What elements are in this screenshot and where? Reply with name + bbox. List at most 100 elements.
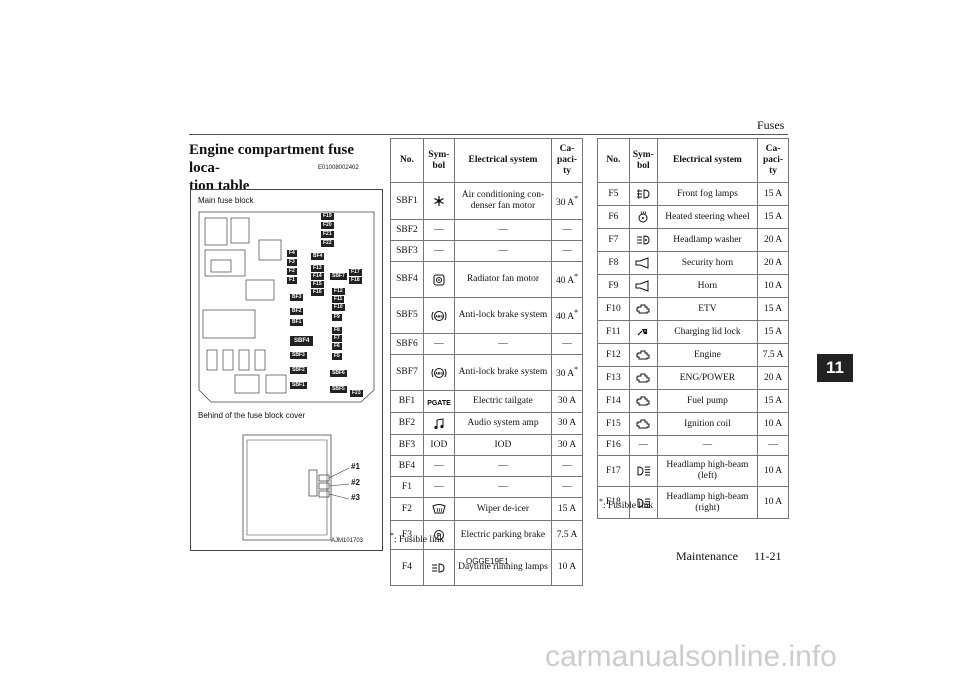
footnote-right: *: Fusible link <box>599 497 654 512</box>
fuse-label: SBF3 <box>290 352 307 359</box>
fuse-row-f16: F16——— <box>597 435 789 456</box>
electrical-system: Anti-lock brake system <box>453 297 553 334</box>
fuse-table-left: No. Sym- bol Electrical system Ca- paci-… <box>390 138 583 586</box>
main-fuse-block-label: Main fuse block <box>198 196 254 205</box>
capacity-value: 20 A <box>763 257 783 268</box>
wiper-deicer-icon <box>422 497 455 521</box>
fuse-label: F21 <box>321 231 334 238</box>
fuse-number: F11 <box>597 320 630 344</box>
fuse-capacity: 15 A <box>551 497 583 521</box>
capacity-value: 30 A <box>555 369 575 380</box>
fuse-label: SBF5 <box>330 386 347 393</box>
fuse-symbol-text: — <box>422 476 455 498</box>
table-header-row: No. Sym- bol Electrical system Ca- paci-… <box>597 138 789 183</box>
fuse-number: SBF5 <box>390 297 424 334</box>
figure-code: AJM101703 <box>331 538 364 544</box>
fuse-label: F1 <box>287 277 297 284</box>
cover-fuse-label: #1 <box>351 462 360 471</box>
ac-fan-icon <box>422 182 455 220</box>
fusible-link-marker: * <box>574 365 579 375</box>
fuse-label: F16 <box>311 289 324 296</box>
capacity-value: 15 A <box>557 503 577 514</box>
fuse-capacity: 30 A <box>551 412 583 435</box>
fuse-label: F13 <box>311 265 324 272</box>
fuse-capacity: 15 A <box>757 297 789 321</box>
fuse-location-diagram: Main fuse block F19 F20 F21 F22 F4 <box>190 189 383 551</box>
cover-fuse-label: #2 <box>351 478 360 487</box>
fuse-number: F14 <box>597 389 630 413</box>
fuse-label: F5 <box>332 353 342 360</box>
fuse-number: BF3 <box>390 434 424 456</box>
electrical-system: Horn <box>656 274 759 298</box>
table-header-row: No. Sym- bol Electrical system Ca- paci-… <box>390 138 583 183</box>
fuse-label: BF3 <box>290 294 304 301</box>
capacity-value: 15 A <box>763 326 783 337</box>
capacity-value: 15 A <box>763 395 783 406</box>
fuse-label: F9 <box>332 314 342 321</box>
fuse-number: SBF3 <box>390 240 424 262</box>
fuse-capacity: 20 A <box>757 251 789 275</box>
fuse-number: F12 <box>597 343 630 367</box>
col-header-no: No. <box>390 138 424 183</box>
engine-icon <box>628 297 658 321</box>
fuse-capacity: — <box>551 219 583 241</box>
fuse-number: F5 <box>597 182 630 206</box>
fuse-capacity: — <box>551 333 583 355</box>
fuse-block-drawing <box>198 211 375 541</box>
footer-page-number: 11-21 <box>754 549 782 563</box>
watermark: carmanualsonline.info <box>545 640 837 673</box>
section-code: E01008002402 <box>318 165 359 171</box>
footer-section: Maintenance <box>676 549 738 563</box>
abs-icon: ABS <box>422 354 455 391</box>
music-note-icon <box>422 412 455 435</box>
fuse-capacity: 40 A* <box>551 261 583 298</box>
header-rule <box>189 134 788 135</box>
fuse-capacity: 15 A <box>757 205 789 229</box>
fuse-label: F11 <box>332 296 345 303</box>
fuse-capacity: 10 A <box>757 455 789 487</box>
fuse-number: F6 <box>597 205 630 229</box>
fuse-capacity: — <box>551 476 583 498</box>
electrical-system: Security horn <box>656 251 759 275</box>
electrical-system: Anti-lock brake system <box>453 354 553 391</box>
capacity-value: 30 A <box>557 396 577 406</box>
fusible-link-marker: * <box>574 308 579 318</box>
capacity-value: 7.5 A <box>762 349 784 360</box>
high-beam-icon <box>628 455 658 487</box>
fuse-number: SBF6 <box>390 333 424 355</box>
fuse-number: F8 <box>597 251 630 275</box>
electrical-system: — <box>453 476 553 498</box>
engine-icon <box>628 412 658 436</box>
fuse-label: SBF6 <box>330 370 347 377</box>
fuse-row-f8: F8 Security horn 20 A <box>597 251 789 275</box>
section-title: Engine compartment fuse loca- tion table <box>189 141 384 195</box>
col-header-system: Electrical system <box>453 138 553 183</box>
electrical-system: IOD <box>453 434 553 456</box>
fuse-label: F15 <box>311 281 324 288</box>
capacity-value: 10 A <box>557 562 577 572</box>
fuse-label: F6 <box>332 343 342 350</box>
capacity-value: 40 A <box>555 276 575 287</box>
abs-icon: ABS <box>422 297 455 334</box>
svg-text:ABS: ABS <box>435 314 443 318</box>
fuse-capacity: 15 A <box>757 320 789 344</box>
electrical-system: — <box>453 240 553 262</box>
fuse-label: F12 <box>332 288 345 295</box>
fuse-number: F17 <box>597 455 630 487</box>
cover-fuse-label: #3 <box>351 493 360 502</box>
fuse-capacity: — <box>757 435 789 456</box>
engine-icon <box>628 389 658 413</box>
fuse-symbol-text: — <box>422 333 455 355</box>
svg-text:ABS: ABS <box>435 371 443 375</box>
fuse-capacity: 10 A <box>757 486 789 519</box>
col-header-symbol: Sym- bol <box>422 138 455 183</box>
fuse-label: SBF1 <box>290 382 307 389</box>
fuse-label: F2 <box>287 268 297 275</box>
fuse-capacity: — <box>551 240 583 262</box>
